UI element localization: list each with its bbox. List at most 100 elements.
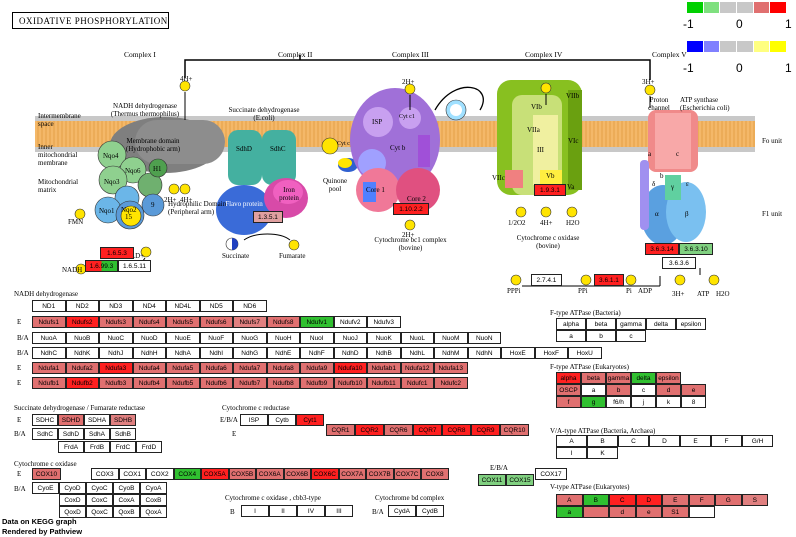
gene-box[interactable]: NuoH	[266, 332, 300, 344]
gene-box[interactable]: HoxU	[568, 347, 602, 359]
gene-box[interactable]: Ndufa9	[300, 362, 334, 374]
gene-box[interactable]: C	[618, 435, 649, 447]
gene-box[interactable]: CyoE	[32, 482, 59, 494]
gene-box[interactable]: Ndufb4	[132, 377, 166, 389]
ec-1-6-5-3[interactable]: 1.6.5.3	[100, 247, 134, 259]
gene-box[interactable]: NuoA	[32, 332, 66, 344]
gene-box[interactable]: NuoE	[166, 332, 200, 344]
gene-box[interactable]: NuoK	[367, 332, 401, 344]
gene-box[interactable]: Ndufb1	[32, 377, 66, 389]
gene-box[interactable]: QoxD	[59, 506, 86, 518]
gene-box[interactable]: NuoM	[434, 332, 468, 344]
gene-box[interactable]: Ndufb6	[199, 377, 233, 389]
gene-box[interactable]: COX7A	[338, 468, 366, 480]
gene-box[interactable]: NdhM	[434, 347, 468, 359]
ec-3-6-3-14[interactable]: 3.6.3.14	[645, 243, 679, 255]
gene-box[interactable]: Ndufb9	[300, 377, 334, 389]
gene-box[interactable]: d	[609, 506, 636, 518]
gene-box[interactable]: Ndufs8	[266, 316, 300, 328]
gene-box[interactable]: delta	[646, 318, 676, 330]
gene-box[interactable]: ND6	[233, 300, 267, 312]
gene-box[interactable]: NdhL	[400, 347, 434, 359]
gene-box[interactable]: NuoF	[199, 332, 233, 344]
gene-box[interactable]: NdhH	[132, 347, 166, 359]
gene-box[interactable]: COX10	[32, 468, 61, 480]
gene-box[interactable]: Ndufa4	[132, 362, 166, 374]
gene-box[interactable]: QoxC	[86, 506, 113, 518]
gene-box[interactable]: alpha	[556, 372, 581, 384]
gene-box[interactable]: K	[587, 447, 618, 459]
gene-box[interactable]: CQR2	[355, 424, 384, 436]
gene-box[interactable]: b	[586, 330, 616, 342]
gene-box[interactable]: SdhD	[58, 428, 84, 440]
gene-box[interactable]: Ndufs1	[32, 316, 66, 328]
gene-box[interactable]: Ndufa8	[266, 362, 300, 374]
gene-box[interactable]: Ndufc1	[400, 377, 434, 389]
gene-box[interactable]: Ndufv2	[333, 316, 367, 328]
gene-box[interactable]: j	[631, 396, 656, 408]
gene-box[interactable]: Ndufv3	[367, 316, 401, 328]
gene-box[interactable]: Ndufa6	[199, 362, 233, 374]
gene-box[interactable]: CQR9	[471, 424, 500, 436]
gene-box[interactable]: COX17	[535, 468, 567, 480]
gene-box[interactable]: CoxB	[140, 494, 167, 506]
gene-box[interactable]: COX2	[146, 468, 174, 480]
gene-box[interactable]: ND2	[65, 300, 99, 312]
gene-box[interactable]: CQR6	[384, 424, 413, 436]
gene-box[interactable]: Ndufb10	[333, 377, 367, 389]
gene-box[interactable]: G/H	[742, 435, 773, 447]
gene-box[interactable]: c	[631, 384, 656, 396]
gene-box[interactable]: CQR10	[500, 424, 529, 436]
gene-box[interactable]	[688, 506, 715, 518]
gene-box[interactable]: Ndufb8	[266, 377, 300, 389]
gene-box[interactable]: COX7B	[366, 468, 394, 480]
gene-box[interactable]: Ndufs4	[132, 316, 166, 328]
gene-box[interactable]: NuoL	[400, 332, 434, 344]
gene-box[interactable]: E	[662, 494, 689, 506]
gene-box[interactable]: Ndufab1	[367, 362, 401, 374]
gene-box[interactable]: NdhI	[199, 347, 233, 359]
gene-box[interactable]: Ndufs2	[65, 316, 99, 328]
ec-1-6-99-3[interactable]: 1.6.99.3	[85, 260, 118, 272]
gene-box[interactable]: Ndufa2	[65, 362, 99, 374]
gene-box[interactable]: delta	[631, 372, 656, 384]
gene-box[interactable]: F	[711, 435, 742, 447]
gene-box[interactable]: Ndufs3	[99, 316, 133, 328]
gene-box[interactable]: COX3	[91, 468, 119, 480]
gene-box[interactable]: a	[556, 506, 583, 518]
gene-box[interactable]: HoxE	[501, 347, 535, 359]
gene-box[interactable]: HoxF	[534, 347, 568, 359]
gene-box[interactable]: 8	[681, 396, 706, 408]
gene-box[interactable]: ISP	[240, 414, 268, 426]
gene-box[interactable]: D	[649, 435, 680, 447]
gene-box[interactable]: NuoD	[132, 332, 166, 344]
gene-box[interactable]: COX7C	[393, 468, 421, 480]
gene-box[interactable]: CoxA	[113, 494, 140, 506]
gene-box[interactable]: F	[688, 494, 715, 506]
gene-box[interactable]: IV	[297, 505, 325, 517]
gene-box[interactable]: COX6C	[311, 468, 339, 480]
gene-box[interactable]: CQR1	[326, 424, 355, 436]
gene-box[interactable]: CoxC	[86, 494, 113, 506]
gene-box[interactable]: NdhN	[467, 347, 501, 359]
ec-1-10-2-2[interactable]: 1.10.2.2	[393, 203, 429, 215]
gene-box[interactable]: e	[681, 384, 706, 396]
gene-box[interactable]: Ndufs6	[199, 316, 233, 328]
gene-box[interactable]: SdhB	[110, 428, 136, 440]
gene-box[interactable]: Ndufa3	[99, 362, 133, 374]
gene-box[interactable]: k	[656, 396, 681, 408]
gene-box[interactable]: S	[741, 494, 768, 506]
gene-box[interactable]: gamma	[606, 372, 631, 384]
gene-box[interactable]: Ndufc2	[434, 377, 468, 389]
gene-box[interactable]: NuoN	[467, 332, 501, 344]
gene-box[interactable]: Ndufb11	[367, 377, 401, 389]
gene-box[interactable]: FrdB	[84, 441, 110, 453]
gene-box[interactable]: COX6B	[283, 468, 311, 480]
gene-box[interactable]: COX5A	[201, 468, 229, 480]
gene-box[interactable]: ND4L	[166, 300, 200, 312]
gene-box[interactable]: COX8	[421, 468, 449, 480]
gene-box[interactable]: OSCP	[556, 384, 581, 396]
gene-box[interactable]	[582, 506, 609, 518]
gene-box[interactable]: ND1	[32, 300, 66, 312]
gene-box[interactable]: Cytb	[268, 414, 296, 426]
